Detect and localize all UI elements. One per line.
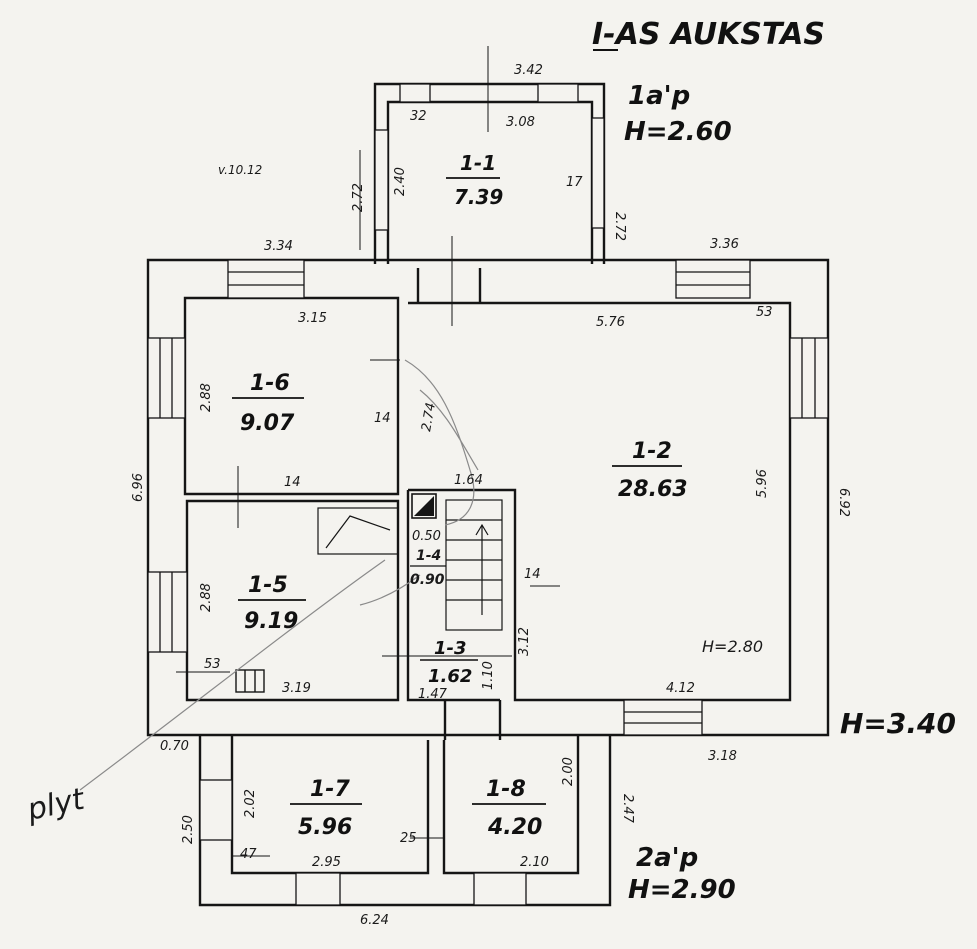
dim-3.34: 3.34 [264,239,293,254]
pencil-marks [79,359,479,791]
dim-1.10: 1.10 [481,661,496,690]
chimney-symbol [411,493,437,519]
dim-3.36: 3.36 [710,237,739,252]
svg-text:5.96: 5.96 [298,815,352,840]
dim-53-top: 53 [756,305,773,320]
svg-text:1.62: 1.62 [428,666,472,687]
dim-3.12: 3.12 [517,627,532,656]
dim-1.47: 1.47 [418,687,448,702]
floor-title: I-AS AUKSTAS [592,17,825,52]
annex-top-height: H=2.60 [624,117,732,147]
dim-0.50: 0.50 [412,529,441,544]
annex-bottom-height: H=2.90 [628,875,736,905]
dim-47: 47 [240,847,257,862]
room-label-1-7: 1-7 5.96 [290,777,362,840]
dim-4.12: 4.12 [666,681,695,696]
dim-14-right: 14 [524,567,541,582]
dimension-lines [176,46,560,857]
dim-17: 17 [566,175,583,190]
stove-symbol [235,669,265,693]
dim-1.64: 1.64 [454,473,483,488]
room-label-1-6: 1-6 9.07 [232,371,304,436]
dim-53-bottom: 53 [204,657,221,672]
svg-text:4.20: 4.20 [487,815,542,840]
staircase [445,499,503,631]
svg-text:1-2: 1-2 [632,439,672,464]
dim-2.40: 2.40 [393,167,408,196]
main-height: H=3.40 [840,707,956,740]
svg-text:1-1: 1-1 [460,151,496,175]
dim-3.08: 3.08 [506,115,535,130]
room-label-1-4: 1-4 0.90 [410,548,446,588]
dim-2.00: 2.00 [561,757,576,786]
svg-text:1-8: 1-8 [486,777,526,802]
room-label-1-2: 1-2 28.63 H=2.80 [612,439,763,656]
svg-text:1-3: 1-3 [434,638,467,659]
room-label-1-5: 1-5 9.19 [238,573,306,634]
dim-2.50: 2.50 [181,815,196,844]
dim-2.74: 2.74 [419,402,439,433]
dim-3.18: 3.18 [708,749,737,764]
dim-5.76: 5.76 [596,315,625,330]
dim-2.95: 2.95 [312,855,341,870]
dim-25: 25 [400,831,417,846]
windows [147,83,829,906]
bath-symbol [317,507,399,555]
room-1-2-height: H=2.80 [702,637,763,656]
dimension-labels: 3.42 3.08 32 17 2.72 2.40 2.72 3.34 3.36… [131,63,851,928]
dim-3.42: 3.42 [514,63,543,78]
dim-2.47: 2.47 [620,794,635,824]
pencil-note: plyt [23,782,88,829]
dim-2.88-top: 2.88 [199,383,214,412]
dim-6.24: 6.24 [360,913,389,928]
dim-2.72-left: 2.72 [351,183,366,212]
dim-3.19: 3.19 [282,681,311,696]
room-label-1-8: 1-8 4.20 [472,777,546,840]
dim-3.15: 3.15 [298,311,327,326]
dim-0.70: 0.70 [160,739,189,754]
svg-text:1-7: 1-7 [310,777,350,802]
annex-top-name: 1a'p [628,81,690,111]
annex-bottom-name: 2a'p [636,843,698,873]
svg-text:1-6: 1-6 [250,371,290,396]
svg-text:1-5: 1-5 [248,573,288,598]
svg-text:1-4: 1-4 [416,548,441,564]
room-label-1-3: 1-3 1.62 [420,638,478,687]
svg-text:7.39: 7.39 [454,185,503,209]
svg-text:28.63: 28.63 [618,477,688,502]
dim-2.02: 2.02 [243,789,258,818]
svg-text:9.19: 9.19 [244,609,298,634]
room-label-1-1: 1-1 7.39 [446,151,503,209]
dim-32: 32 [410,109,427,124]
dim-14-horiz: 14 [284,475,301,490]
dim-2.10: 2.10 [520,855,549,870]
dim-6.96: 6.96 [131,473,146,502]
dim-2.88-bottom: 2.88 [199,583,214,612]
dim-14-mid: 14 [374,411,391,426]
svg-text:9.07: 9.07 [240,411,295,436]
dim-5.96: 5.96 [755,469,770,498]
dim-6.92: 6.92 [836,488,851,517]
drawing-note: v.10.12 [218,163,262,177]
dim-2.72-right: 2.72 [612,212,627,241]
svg-text:0.90: 0.90 [410,572,445,588]
